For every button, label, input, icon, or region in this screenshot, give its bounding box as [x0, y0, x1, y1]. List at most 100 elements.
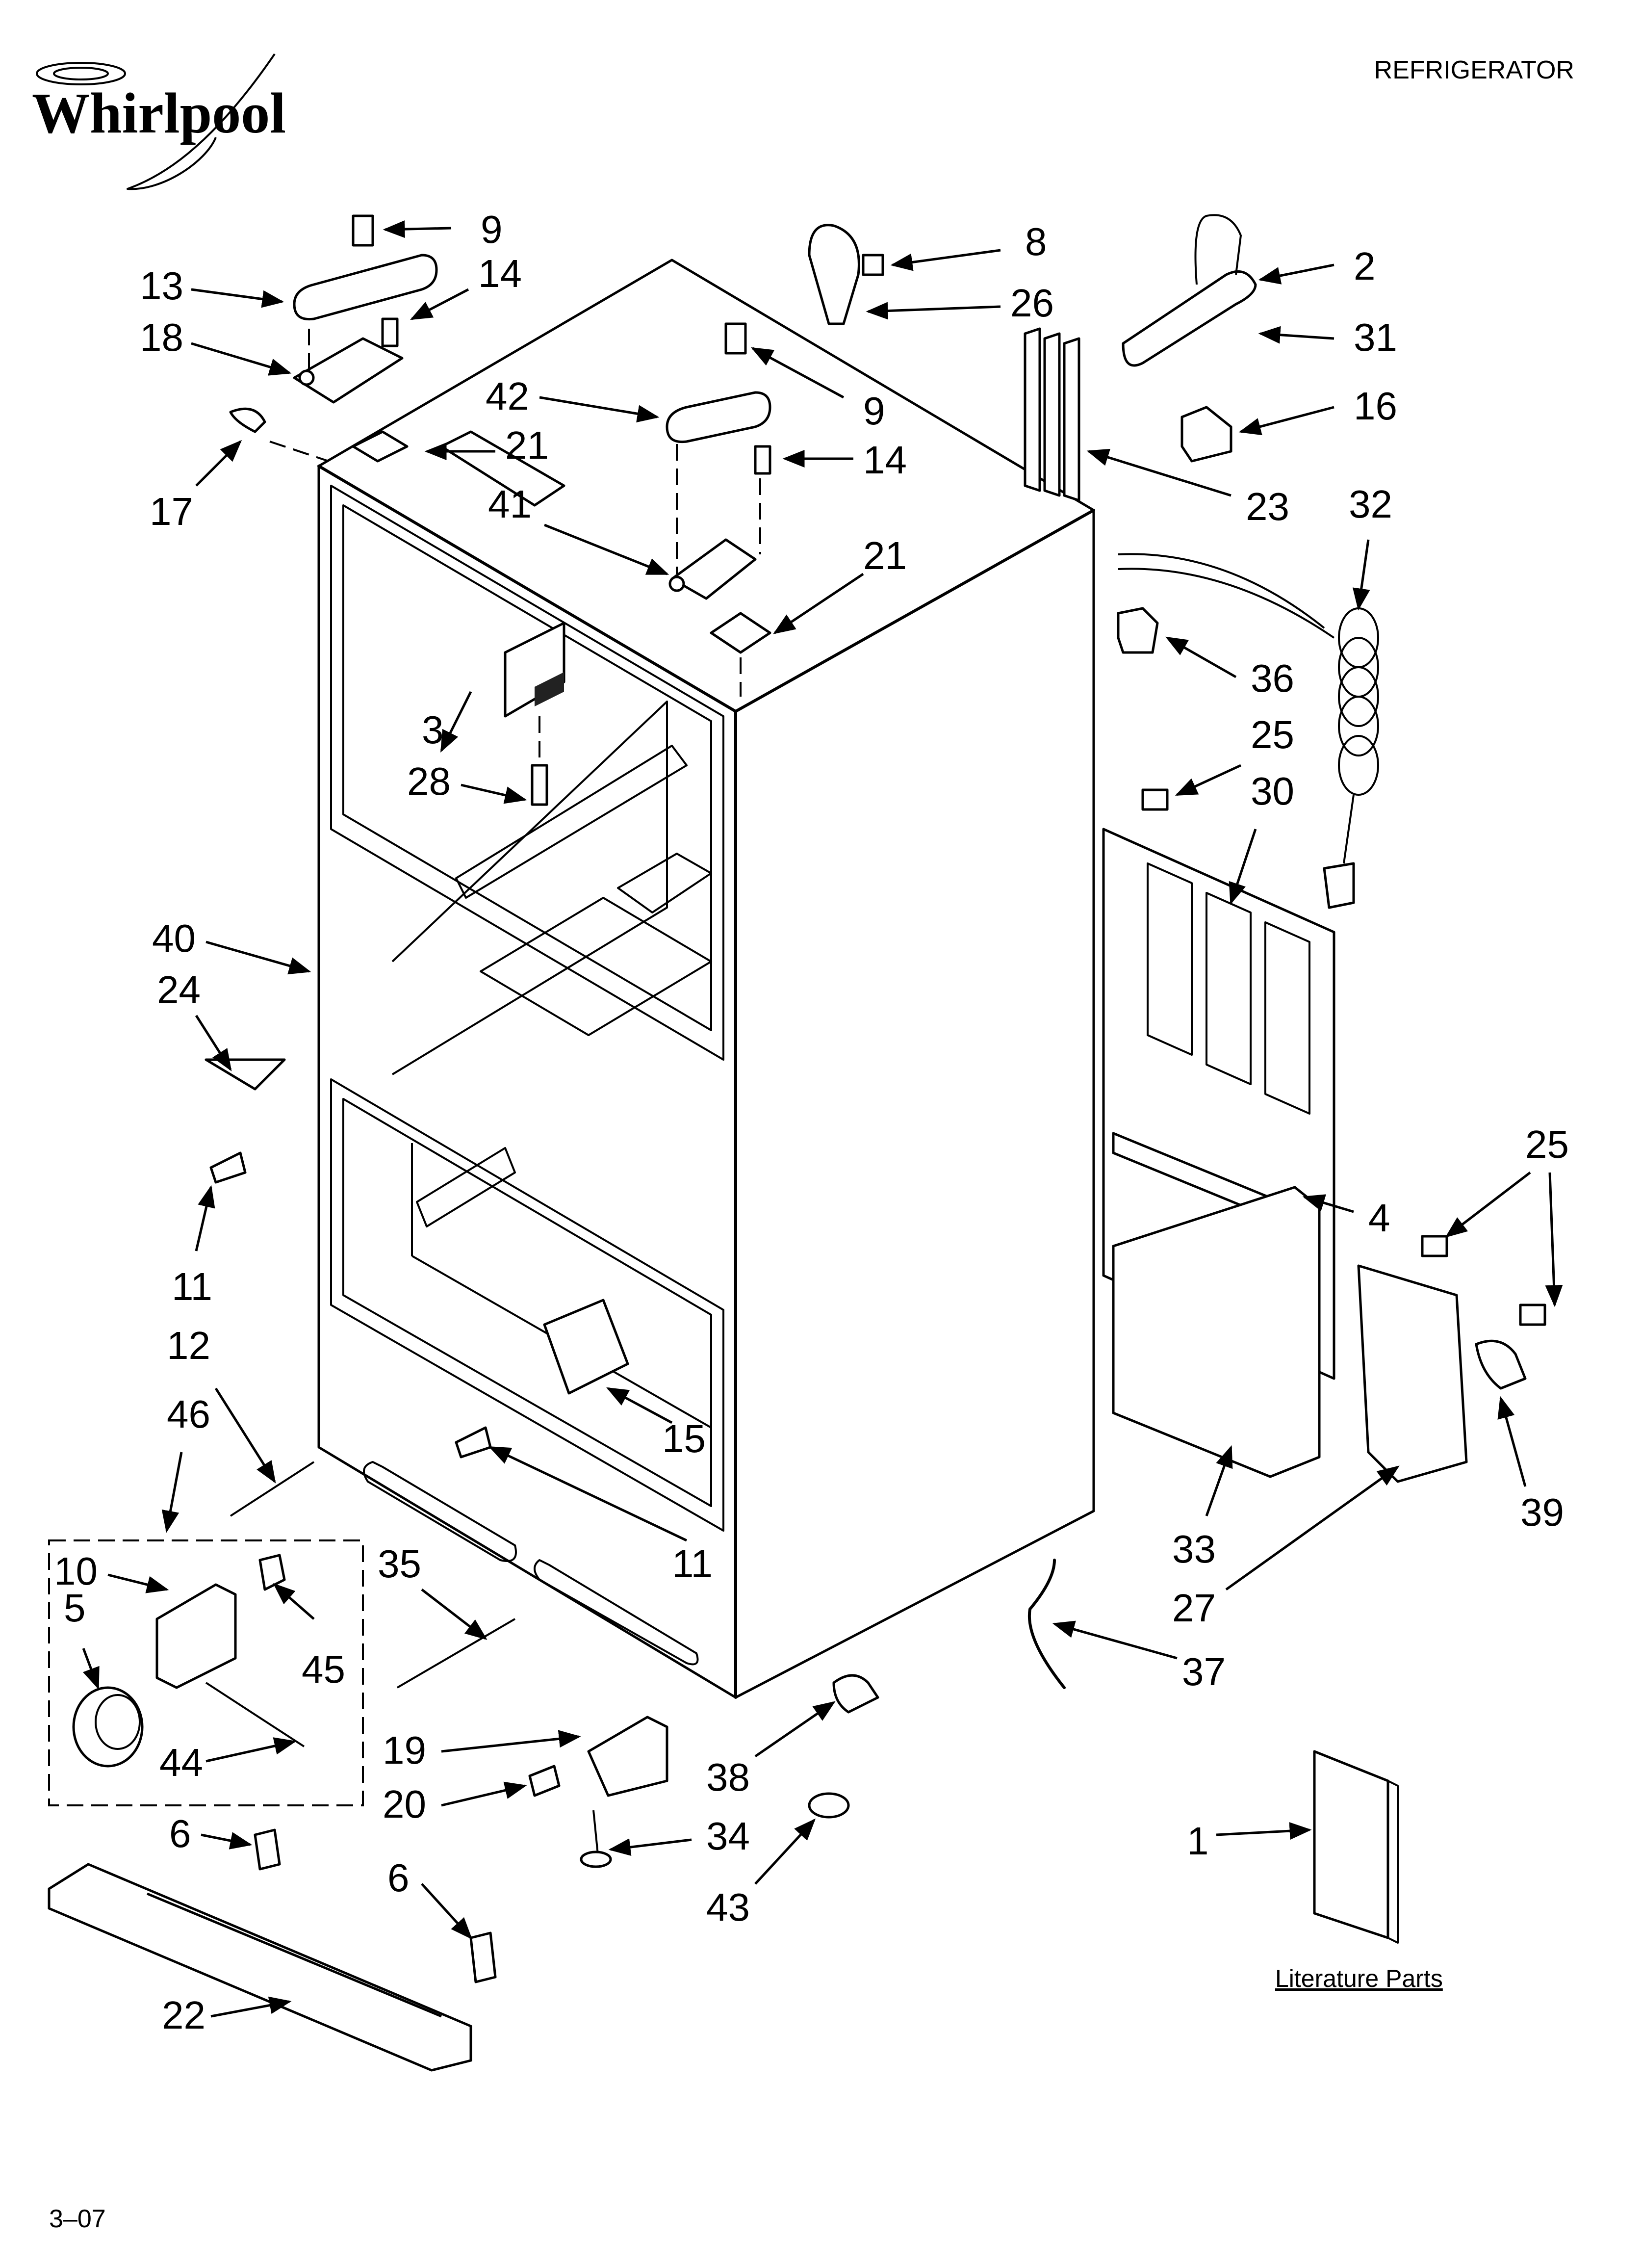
arrow-12	[214, 1387, 276, 1484]
arrow-26	[866, 302, 1001, 320]
callout-18: 18	[140, 315, 183, 359]
callout-9: 9	[481, 208, 503, 251]
screw-9-left	[352, 214, 374, 247]
callout-25-right: 25	[1525, 1122, 1569, 1166]
clip-24	[205, 1058, 286, 1091]
arrow-38	[754, 1701, 836, 1758]
arrow-37	[1052, 1620, 1178, 1660]
shim-21-right	[710, 612, 771, 654]
arrow-13	[191, 288, 284, 308]
arrow-35	[421, 1589, 487, 1640]
power-cord-line-1	[1118, 553, 1325, 629]
callout-33: 33	[1172, 1527, 1216, 1571]
cord-tail	[1343, 794, 1355, 864]
callout-43: 43	[706, 1885, 750, 1929]
arrow-44	[205, 1737, 297, 1763]
vent-louver-3	[1264, 921, 1310, 1115]
screw-9-right	[724, 322, 747, 355]
roller-assembly	[72, 1554, 305, 1768]
insulation-23-c	[1063, 337, 1080, 502]
bottom-slot-right	[534, 1559, 699, 1666]
housing-dark	[535, 672, 564, 706]
bottom-slot-left	[363, 1461, 517, 1562]
literature-parts-label: Literature Parts	[1275, 1965, 1443, 1992]
roller-bracket-10	[155, 1583, 237, 1689]
arrow-16	[1238, 406, 1334, 436]
arrow-31	[1258, 326, 1334, 344]
arrow-22	[210, 1996, 292, 2018]
brand-logo-text: Whirlpool	[32, 81, 286, 145]
hinge-cap-17	[229, 407, 266, 433]
rod-12	[230, 1461, 315, 1517]
screw-14-left	[381, 317, 399, 347]
insulation-23-a	[1024, 327, 1041, 492]
shim-21-left	[352, 430, 409, 463]
vent-louver-1	[1147, 862, 1193, 1056]
logo-flourish	[127, 53, 276, 190]
arrow-6b	[421, 1883, 473, 1940]
cord-coil-5	[1338, 735, 1379, 796]
screw-11-left	[209, 1151, 247, 1184]
callout-13: 13	[140, 264, 183, 308]
arrow-10	[107, 1573, 169, 1593]
bracket-19	[587, 1716, 668, 1797]
clip-16	[1180, 406, 1232, 463]
arrow-46	[161, 1452, 183, 1533]
screw-25-top	[1141, 788, 1169, 811]
leader-arrows	[82, 220, 1563, 2018]
callout-10: 10	[54, 1549, 98, 1593]
arrow-19	[441, 1730, 581, 1753]
callout-20: 20	[383, 1782, 426, 1826]
screw-25-far	[1519, 1303, 1546, 1326]
arrow-39	[1497, 1396, 1527, 1487]
arrow-30	[1229, 829, 1257, 905]
arrow-45	[273, 1583, 315, 1620]
arrow-11a	[195, 1185, 215, 1251]
arrow-9b	[751, 347, 845, 399]
cabinet	[317, 259, 1095, 1699]
clip-36	[1117, 607, 1159, 654]
fresh-food-back-wall	[391, 701, 668, 1075]
toe-grille-vents	[147, 1892, 442, 2018]
clip-6-left	[254, 1828, 281, 1871]
literature-1-spine	[1387, 1780, 1399, 1944]
arrow-4	[1302, 1194, 1354, 1213]
logo-swirl-outer	[36, 62, 126, 85]
callout-8: 8	[1025, 220, 1047, 263]
arrow-6a	[201, 1832, 253, 1850]
leveler-34-base	[580, 1851, 612, 1868]
rear-panels	[1102, 828, 1546, 1483]
arrow-40	[205, 940, 311, 975]
arrow-36	[1165, 636, 1237, 678]
callout-1: 1	[1187, 1819, 1209, 1863]
hose-37	[1027, 1559, 1066, 1689]
hinge-18	[293, 337, 404, 404]
arrow-8	[890, 249, 1001, 271]
cord-coil-4	[1338, 696, 1379, 756]
clip-45	[258, 1554, 286, 1591]
wheel-26	[808, 224, 860, 325]
screw-28	[531, 764, 548, 806]
callout-6: 6	[169, 1812, 191, 1855]
roller-assembly-box	[48, 1539, 364, 1806]
callout-26: 26	[1010, 281, 1054, 325]
vent-louver-2	[1206, 892, 1252, 1085]
callout-32: 32	[1349, 482, 1392, 526]
arrow-15	[606, 1387, 673, 1424]
shelf-rail	[455, 745, 688, 899]
arrow-5	[82, 1648, 100, 1690]
arrow-43	[754, 1818, 816, 1885]
arrow-3	[440, 691, 472, 753]
rod-35	[396, 1618, 516, 1689]
callout-45: 45	[302, 1647, 345, 1691]
callout-12: 12	[167, 1324, 210, 1367]
callout-30: 30	[1251, 769, 1294, 813]
power-cord-line-2	[1118, 568, 1335, 639]
clamp-38	[832, 1674, 879, 1714]
arrow-1	[1216, 1822, 1312, 1840]
arrow-23	[1086, 448, 1232, 497]
power-plug-32	[1323, 862, 1355, 909]
callout-2: 2	[1354, 244, 1376, 288]
hinge-cover-13	[293, 254, 438, 321]
callout-44: 44	[159, 1741, 203, 1784]
